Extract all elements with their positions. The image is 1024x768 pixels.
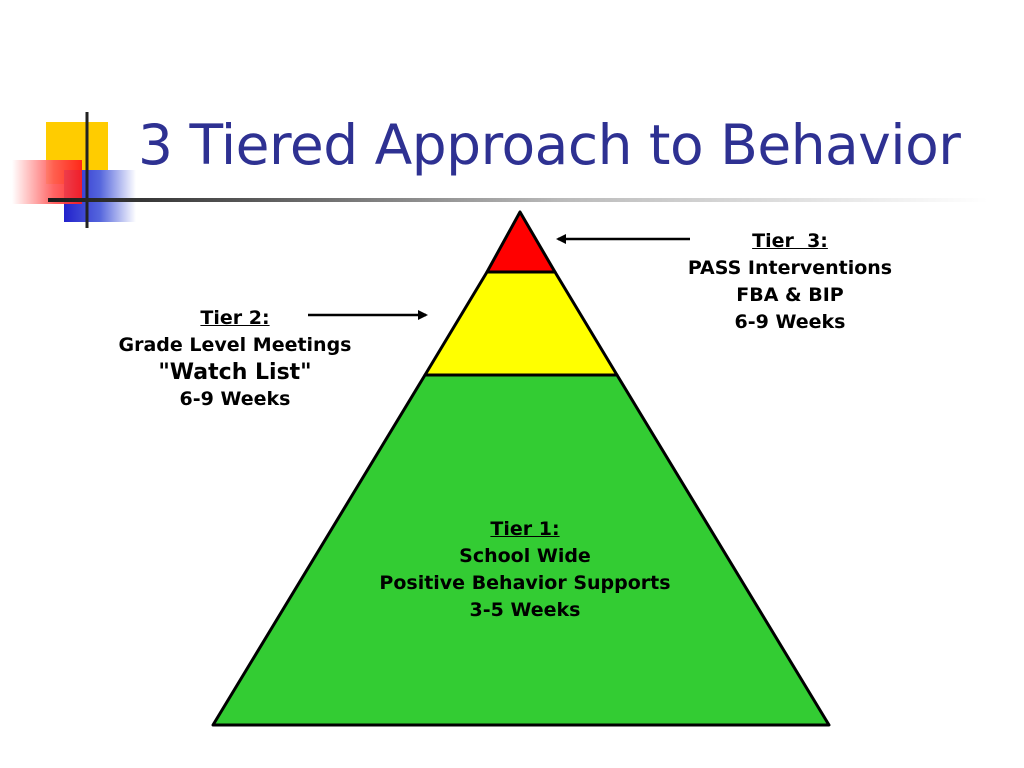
corner-decoration	[12, 112, 136, 228]
tier3-line: FBA & BIP	[736, 284, 844, 306]
tier3-line: PASS Interventions	[687, 257, 893, 279]
tier1-heading: Tier 1:	[490, 518, 560, 540]
tier2-line: 6-9 Weeks	[179, 388, 291, 410]
tier2-section	[423, 270, 619, 377]
tier2-label: Tier 2: Grade Level Meetings "Watch List…	[104, 305, 366, 413]
tier1-line: School Wide	[459, 545, 591, 567]
title-rule	[48, 198, 988, 202]
deco-red-square	[12, 160, 82, 204]
tier1-label: Tier 1: School Wide Positive Behavior Su…	[352, 516, 698, 624]
tier3-heading: Tier 3:	[752, 230, 828, 252]
tier3-section	[485, 210, 557, 274]
tier1-line: 3-5 Weeks	[469, 599, 581, 621]
slide-title: 3 Tiered Approach to Behavior	[138, 113, 961, 177]
tier2-line: "Watch List"	[158, 360, 312, 385]
tier1-line: Positive Behavior Supports	[379, 572, 671, 594]
pyramid	[211, 210, 831, 727]
tier2-heading: Tier 2:	[200, 307, 270, 329]
tier3-label: Tier 3: PASS Interventions FBA & BIP 6-9…	[672, 228, 908, 336]
tier3-line: 6-9 Weeks	[734, 311, 846, 333]
tier2-line: Grade Level Meetings	[118, 334, 352, 356]
